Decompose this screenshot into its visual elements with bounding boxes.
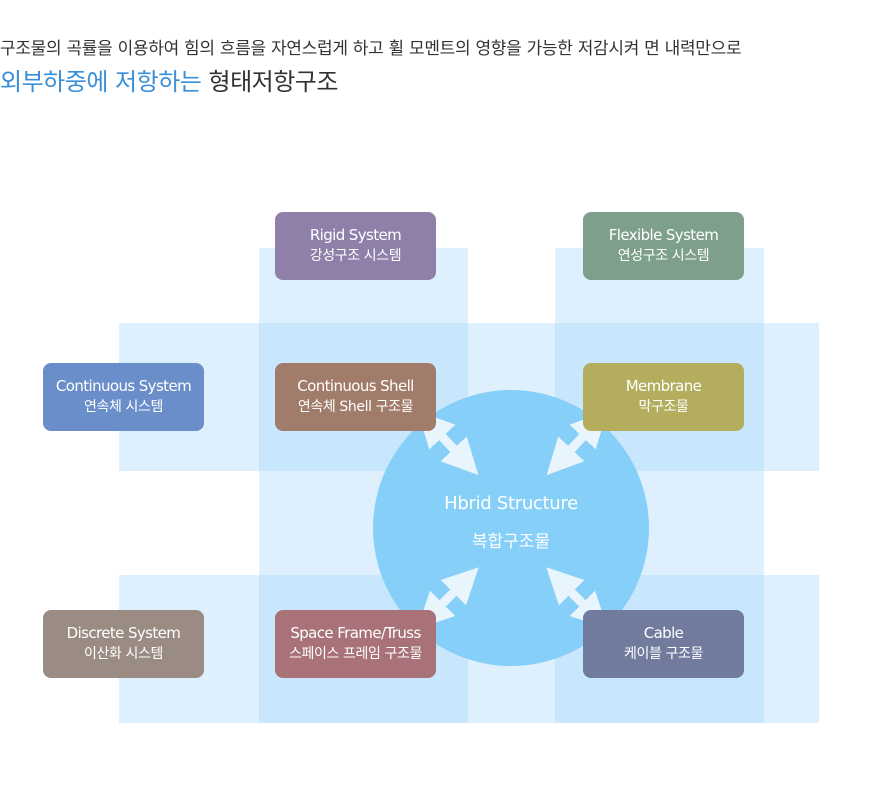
hub-label-en: Hbrid Structure	[444, 493, 578, 514]
box-rigid-system: Rigid System 강성구조 시스템	[275, 212, 436, 280]
box-label-en: Continuous Shell	[297, 377, 414, 395]
header-title: 외부하중에 저항하는 형태저항구조	[0, 62, 873, 97]
box-label-en: Continuous System	[55, 377, 192, 395]
header-subtitle: 구조물의 곡률을 이용하여 힘의 흐름을 자연스럽게 하고 휠 모멘트의 영향을…	[0, 39, 742, 59]
box-label-ko: 연속체 시스템	[84, 399, 163, 415]
box-label-en: Cable	[643, 624, 684, 642]
arrow-top-left	[417, 410, 479, 476]
box-discrete-system: Discrete System 이산화 시스템	[43, 610, 204, 678]
box-label-en: Flexible System	[608, 226, 719, 244]
box-label-ko: 케이블 구조물	[624, 646, 703, 662]
box-flexible-system: Flexible System 연성구조 시스템	[583, 212, 744, 280]
box-cable: Cable 케이블 구조물	[583, 610, 744, 678]
box-membrane: Membrane 막구조물	[583, 363, 744, 431]
box-label-ko: 연성구조 시스템	[617, 248, 710, 264]
title-accent: 외부하중에 저항하는	[0, 68, 202, 96]
box-label-en: Membrane	[625, 377, 702, 395]
box-label-en: Discrete System	[66, 624, 181, 642]
box-label-ko: 연속체 Shell 구조물	[297, 399, 414, 415]
box-label-en: Space Frame/Truss	[290, 624, 421, 642]
box-label-ko: 이산화 시스템	[84, 646, 163, 662]
box-label-ko: 강성구조 시스템	[309, 248, 402, 264]
title-rest: 형태저항구조	[201, 68, 338, 96]
box-continuous-system: Continuous System 연속체 시스템	[43, 363, 204, 431]
box-space-frame-truss: Space Frame/Truss 스페이스 프레임 구조물	[275, 610, 436, 678]
arrow-bottom-left	[417, 567, 479, 629]
hub-label-ko: 복합구조물	[471, 532, 551, 552]
box-continuous-shell: Continuous Shell 연속체 Shell 구조물	[275, 363, 436, 431]
box-label-ko: 스페이스 프레임 구조물	[289, 646, 422, 662]
box-label-en: Rigid System	[309, 226, 402, 244]
box-label-ko: 막구조물	[638, 399, 689, 415]
